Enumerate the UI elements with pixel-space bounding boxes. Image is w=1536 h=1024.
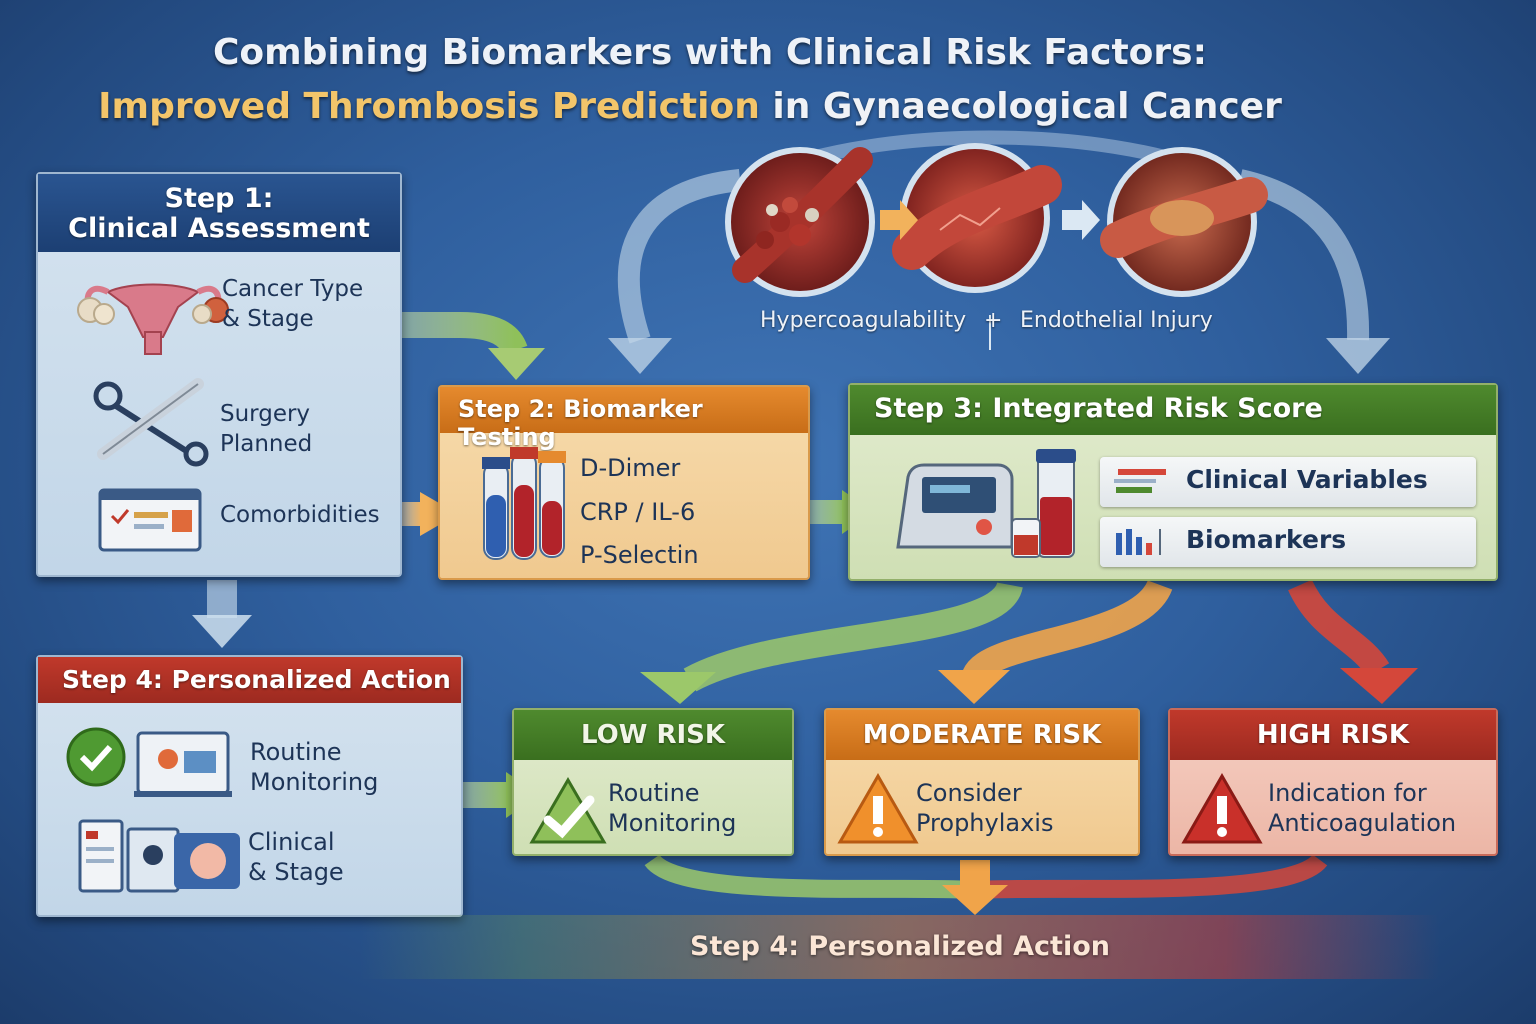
blood-tubes-icon	[482, 447, 566, 560]
biomarker-p-selectin: P-Selectin	[580, 541, 699, 569]
high-risk-line2: Anticoagulation	[1268, 809, 1457, 837]
uterus-ovaries-icon	[77, 283, 229, 355]
mechanism-label-endothelial-injury: Endothelial Injury	[1020, 308, 1213, 333]
checkmark-circle-icon	[66, 727, 232, 797]
warning-icon	[837, 772, 919, 844]
check-icon	[529, 777, 607, 844]
patient-records-icon	[78, 819, 240, 893]
step4-item-routine-line1: Routine	[250, 738, 342, 766]
clinical-variables-label: Clinical Variables	[1186, 465, 1428, 494]
input-clinical-variables: Clinical Variables	[1100, 457, 1476, 507]
step1-header: Step 1: Clinical Assessment	[38, 174, 400, 252]
clot-vessel-circle-icon	[892, 143, 1062, 293]
endothelium-circle-icon	[1100, 147, 1268, 297]
biomarker-crp-il6: CRP / IL-6	[580, 498, 696, 526]
arrow-step3-to-low	[640, 580, 1023, 704]
bar-chart-icon	[1116, 529, 1161, 555]
low-risk-panel: LOW RISK Routine Monitoring	[512, 708, 794, 856]
step1-title-line1: Step 1:	[164, 183, 274, 214]
arrow-circle-1-2	[880, 200, 918, 240]
moderate-risk-line2: Prophylaxis	[916, 809, 1054, 837]
title-rest: in Gynaecological Cancer	[759, 86, 1282, 127]
title-line-2: Improved Thrombosis Prediction in Gynaec…	[0, 86, 1390, 127]
bottom-action-banner: Step 4: Personalized Action	[360, 915, 1440, 979]
warning-icon	[1181, 772, 1263, 844]
list-lines-icon	[1114, 469, 1166, 493]
arrow-step3-to-moderate	[938, 578, 1173, 704]
step1-item-cancer-line2: & Stage	[222, 306, 314, 332]
step1-item-surgery-line2: Planned	[220, 431, 313, 457]
step1-item-cancer-line1: Cancer Type	[222, 276, 364, 302]
high-risk-header: HIGH RISK	[1170, 710, 1496, 760]
mechanism-arc-left	[608, 169, 742, 374]
step4-item-clinical-line1: Clinical	[248, 828, 335, 856]
high-risk-panel: HIGH RISK Indication for Anticoagulation	[1168, 708, 1498, 856]
arrow-circle-2-3	[1062, 200, 1100, 240]
step1-title-line2: Clinical Assessment	[68, 213, 370, 244]
medical-record-screen-icon	[98, 488, 202, 552]
low-risk-header: LOW RISK	[514, 710, 792, 760]
step4-header: Step 4: Personalized Action	[38, 657, 461, 703]
arrow-step3-to-high	[1288, 579, 1418, 704]
step1-item-surgery-line1: Surgery	[220, 401, 311, 427]
step3-header: Step 3: Integrated Risk Score	[850, 385, 1496, 435]
title-line-1: Combining Biomarkers with Clinical Risk …	[213, 32, 1207, 73]
step4-panel: Step 4: Personalized Action Routine Moni…	[36, 655, 463, 917]
analyzer-device-icon	[896, 449, 1076, 558]
low-risk-line1: Routine	[608, 779, 700, 807]
step4-item-routine-line2: Monitoring	[250, 768, 379, 796]
moderate-risk-panel: MODERATE RISK Consider Prophylaxis	[824, 708, 1140, 856]
title-highlight: Improved Thrombosis Prediction	[98, 86, 760, 127]
step4-item-clinical-line2: & Stage	[248, 858, 344, 886]
arrow-step1-to-step2	[400, 312, 545, 380]
thrombus-circle-icon	[725, 147, 875, 297]
mechanism-label-hypercoagulability: Hypercoagulability	[760, 308, 967, 333]
moderate-risk-line1: Consider	[916, 779, 1022, 807]
step2-header: Step 2: Biomarker Testing	[440, 387, 808, 451]
mechanism-arc-right	[1237, 169, 1390, 374]
biomarkers-label: Biomarkers	[1186, 525, 1347, 554]
high-risk-line1: Indication for	[1268, 779, 1427, 807]
step2-panel: Step 2: Biomarker Testing D-Dimer CRP / …	[438, 385, 810, 580]
bottom-action-label: Step 4: Personalized Action	[690, 931, 1110, 962]
arrow-risks-to-action	[644, 853, 1328, 915]
moderate-risk-header: MODERATE RISK	[826, 710, 1138, 760]
arrow-step1-to-step4	[192, 580, 252, 648]
input-biomarkers: Biomarkers	[1100, 517, 1476, 567]
mechanism-separator: +	[984, 308, 1003, 333]
surgical-instruments-icon	[93, 378, 209, 467]
step1-panel: Step 1: Clinical Assessment Cancer Type …	[36, 172, 402, 577]
step3-panel: Step 3: Integrated Risk Score Clinical V…	[848, 383, 1498, 581]
step1-item-comorbidities: Comorbidities	[220, 502, 380, 528]
low-risk-line2: Monitoring	[608, 809, 737, 837]
biomarker-d-dimer: D-Dimer	[580, 454, 681, 482]
